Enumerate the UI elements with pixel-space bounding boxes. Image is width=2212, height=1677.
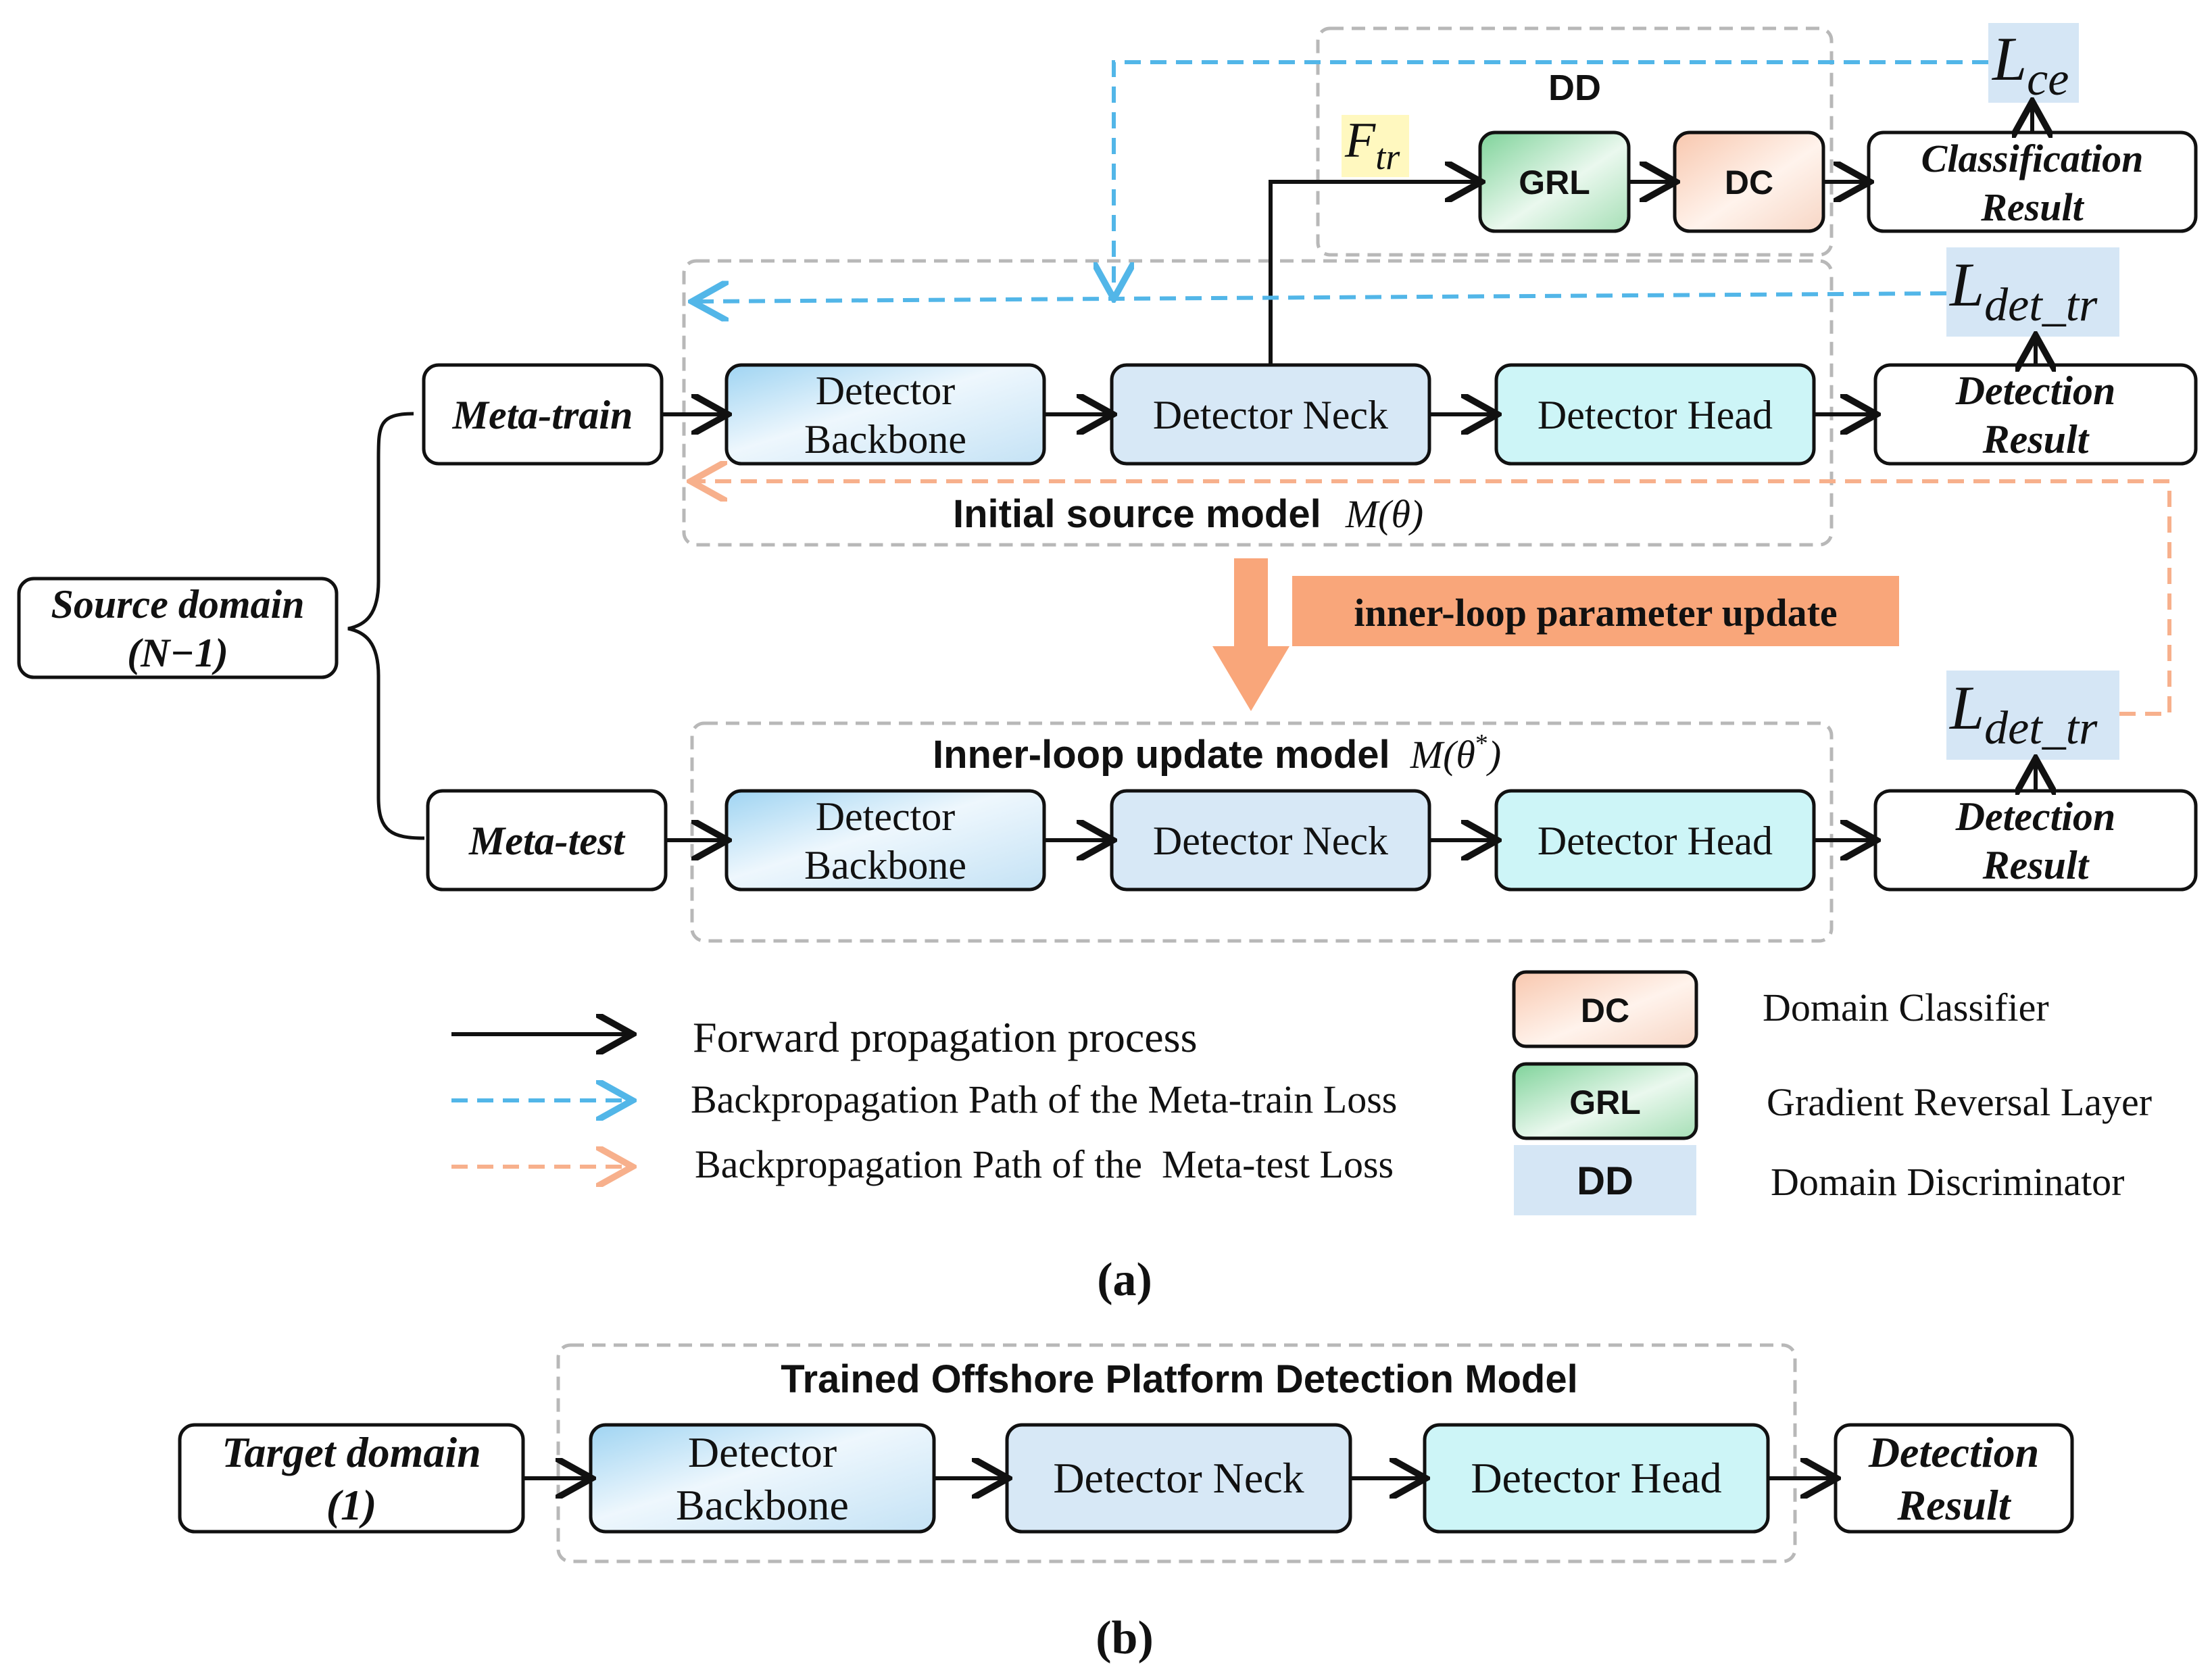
legend-meta-test-text: Backpropagation Path of the Meta-test Lo… [695, 1142, 1394, 1186]
loss-det-tr-top-label: Ldet_tr [1948, 250, 2098, 331]
legend-meta-train-text: Backpropagation Path of the Meta-train L… [691, 1077, 1397, 1121]
legend-dd-swatch [1514, 1145, 1696, 1215]
train-backbone-line2: Backbone [804, 417, 966, 462]
test-neck-label: Detector Neck [1153, 819, 1388, 863]
f-tr-highlight [1342, 115, 1409, 177]
train-result-line2: Result [1982, 417, 2090, 462]
grl-label: GRL [1519, 164, 1590, 201]
train-backbone-line1: Detector [816, 368, 956, 413]
legend-grl-desc: Gradient Reversal Layer [1767, 1080, 2152, 1124]
train-neck-label: Detector Neck [1153, 393, 1388, 437]
loss-det-tr-top-main: L [1948, 250, 1984, 319]
loss-det-tr-bottom-sub: det_tr [1984, 702, 2098, 754]
source-domain-brace [347, 412, 425, 840]
source-domain-box [17, 577, 339, 679]
b-backbone-line2: Backbone [676, 1481, 849, 1529]
backprop-ce-path [1114, 60, 1988, 295]
f-tr-main: F [1344, 113, 1376, 168]
legend-dc-desc: Domain Classifier [1763, 986, 2049, 1029]
legend-dc-key: DC [1581, 992, 1629, 1029]
test-result-line2: Result [1982, 843, 2090, 888]
loss-det-tr-bottom-highlight [1946, 671, 2119, 760]
caption-a: (a) [1097, 1254, 1152, 1306]
loss-ce-highlight [1988, 23, 2079, 103]
target-domain-line1: Target domain [222, 1428, 481, 1476]
inner-model-label: Inner-loop update model M(θ*) [933, 729, 1501, 777]
loss-ce-main: L [1991, 24, 2027, 93]
classification-result-line1: Classification [1921, 137, 2144, 180]
legend-grl-swatch [1512, 1062, 1698, 1140]
caption-b: (b) [1096, 1612, 1154, 1664]
b-result-line2: Result [1896, 1481, 2011, 1529]
initial-model-label: Initial source model M(θ) [953, 492, 1423, 536]
backprop-det-tr-path [696, 293, 1947, 301]
loss-det-tr-bottom-main: L [1948, 673, 1984, 742]
meta-train-label: Meta-train [452, 393, 633, 437]
loss-det-tr-bottom-label: Ldet_tr [1948, 673, 2098, 754]
legend-dd-key: DD [1577, 1159, 1633, 1203]
dc-label: DC [1725, 164, 1773, 201]
loss-ce-label: Lce [1991, 24, 2069, 105]
train-head-label: Detector Head [1538, 393, 1773, 437]
trained-model-container [556, 1343, 1797, 1563]
b-result-line1: Detection [1868, 1428, 2039, 1476]
target-domain-line2: (1) [326, 1481, 377, 1529]
source-domain-line1: Source domain [51, 582, 304, 627]
source-domain-line2: (N−1) [127, 631, 228, 675]
loss-det-tr-top-highlight [1946, 247, 2119, 337]
dd-container [1316, 26, 1834, 257]
f-tr-label: Ftr [1344, 113, 1400, 177]
f-tr-sub: tr [1375, 137, 1400, 177]
b-head-label: Detector Head [1471, 1454, 1721, 1502]
test-backbone-line2: Backbone [804, 843, 966, 888]
inner-loop-update-label: inner-loop parameter update [1354, 591, 1837, 635]
test-result-line1: Detection [1955, 794, 2116, 839]
initial-model-text: Initial source model [953, 492, 1321, 536]
b-backbone-line1: Detector [688, 1428, 837, 1476]
legend-forward-text: Forward propagation process [693, 1013, 1197, 1061]
inner-loop-update-arrow [1212, 558, 1289, 711]
initial-model-math: M(θ) [1345, 492, 1423, 536]
legend-dc-swatch [1512, 970, 1698, 1048]
backprop-meta-test-path [695, 481, 2171, 716]
inner-loop-update-banner [1292, 576, 1899, 646]
loss-det-tr-top-sub: det_tr [1984, 279, 2098, 331]
inner-model-text: Inner-loop update model [933, 733, 1390, 777]
inner-model-math-post: ) [1486, 733, 1501, 777]
arrow-neck-to-grl [1269, 182, 1477, 365]
inner-model-math-sup: * [1475, 729, 1488, 758]
trained-model-title: Trained Offshore Platform Detection Mode… [781, 1357, 1577, 1401]
initial-model-container [682, 259, 1834, 547]
legend-grl-key: GRL [1569, 1084, 1641, 1121]
test-head-label: Detector Head [1538, 819, 1773, 863]
b-neck-label: Detector Neck [1053, 1454, 1304, 1502]
train-result-line1: Detection [1955, 368, 2116, 413]
dd-label: DD [1548, 68, 1601, 108]
test-backbone-line1: Detector [816, 794, 956, 839]
legend-dd-desc: Domain Discriminator [1771, 1160, 2125, 1204]
classification-result-line2: Result [1980, 185, 2084, 229]
inner-model-math-pre: M(θ [1410, 733, 1475, 777]
loss-ce-sub: ce [2027, 53, 2069, 105]
meta-test-label: Meta-test [468, 819, 626, 863]
